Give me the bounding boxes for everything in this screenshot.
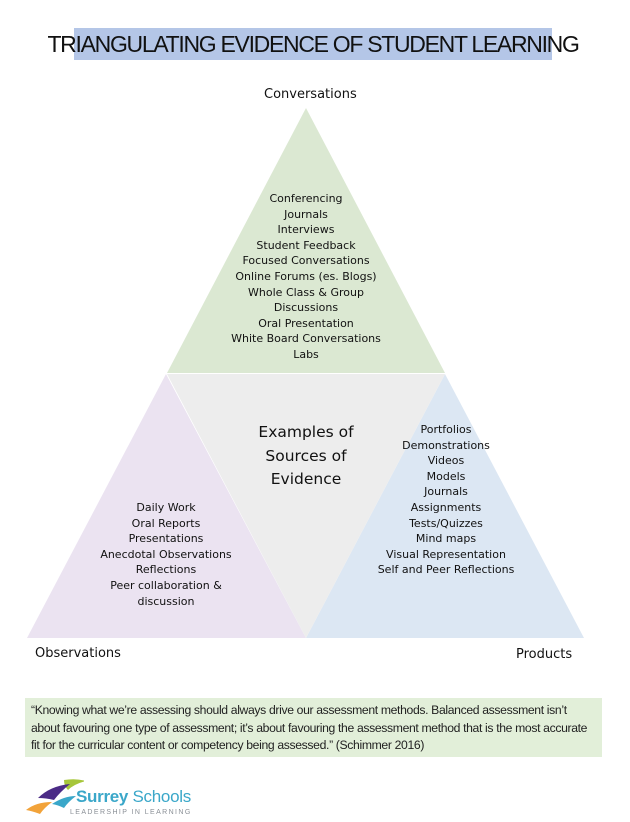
observations-item: Anecdotal Observations xyxy=(100,547,232,561)
conversations-item: Whole Class & Group xyxy=(248,285,364,299)
products-item: Models xyxy=(426,469,466,483)
vertex-label-products: Products xyxy=(516,647,573,662)
conversations-item: Student Feedback xyxy=(256,238,356,252)
center-triangle xyxy=(167,374,445,638)
products-item: Videos xyxy=(427,454,465,468)
surrey-schools-logo: Surrey Schools LEADERSHIP IN LEARNING xyxy=(24,776,214,820)
observations-item: Presentations xyxy=(128,532,204,546)
products-triangle xyxy=(306,374,584,638)
center-label-line: Evidence xyxy=(270,470,342,488)
conversations-item: Conferencing xyxy=(269,192,343,205)
center-label: Examples of Sources of Evidence xyxy=(236,421,376,492)
observations-item: Peer collaboration & xyxy=(110,578,222,592)
products-item: Journals xyxy=(424,485,468,499)
conversations-item: Focused Conversations xyxy=(242,254,370,268)
quote-box: “Knowing what we’re assessing should alw… xyxy=(25,698,602,757)
logo-name: Surrey Schools xyxy=(76,787,191,807)
products-item: Self and Peer Reflections xyxy=(377,563,515,577)
vertex-label-conversations: Conversations xyxy=(264,87,357,102)
products-item: Assignments xyxy=(410,500,482,514)
products-item: Visual Representation xyxy=(386,547,506,561)
conversations-item: White Board Conversations xyxy=(231,332,381,346)
logo-name-bold: Surrey xyxy=(76,787,129,806)
page-title: TRIANGULATING EVIDENCE OF STUDENT LEARNI… xyxy=(47,28,580,60)
center-label-line: Sources of xyxy=(265,446,347,465)
observations-item: Oral Reports xyxy=(131,516,201,530)
center-label-line: Examples of xyxy=(258,423,354,441)
products-item: Portfolios xyxy=(420,423,472,436)
observations-item: discussion xyxy=(137,594,195,608)
logo-tagline: LEADERSHIP IN LEARNING xyxy=(70,809,192,816)
logo-name-light: Schools xyxy=(132,787,192,806)
conversations-item: Journals xyxy=(284,207,328,221)
conversations-item: Discussions xyxy=(273,301,339,315)
products-item: Mind maps xyxy=(415,532,477,546)
conversations-item: Labs xyxy=(293,347,319,361)
observations-item: Reflections xyxy=(135,563,197,577)
vertex-label-observations: Observations xyxy=(35,646,121,661)
observations-triangle xyxy=(27,374,306,638)
conversations-triangle xyxy=(167,108,445,373)
conversations-item: Online Forums (es. Blogs) xyxy=(235,269,377,283)
observations-item: Daily Work xyxy=(136,501,196,514)
conversations-item: Oral Presentation xyxy=(258,316,354,330)
conversations-item: Interviews xyxy=(277,223,335,237)
logo-swoosh-icon xyxy=(26,779,84,814)
products-item: Demonstrations xyxy=(402,438,490,452)
products-item: Tests/Quizzes xyxy=(409,516,483,530)
